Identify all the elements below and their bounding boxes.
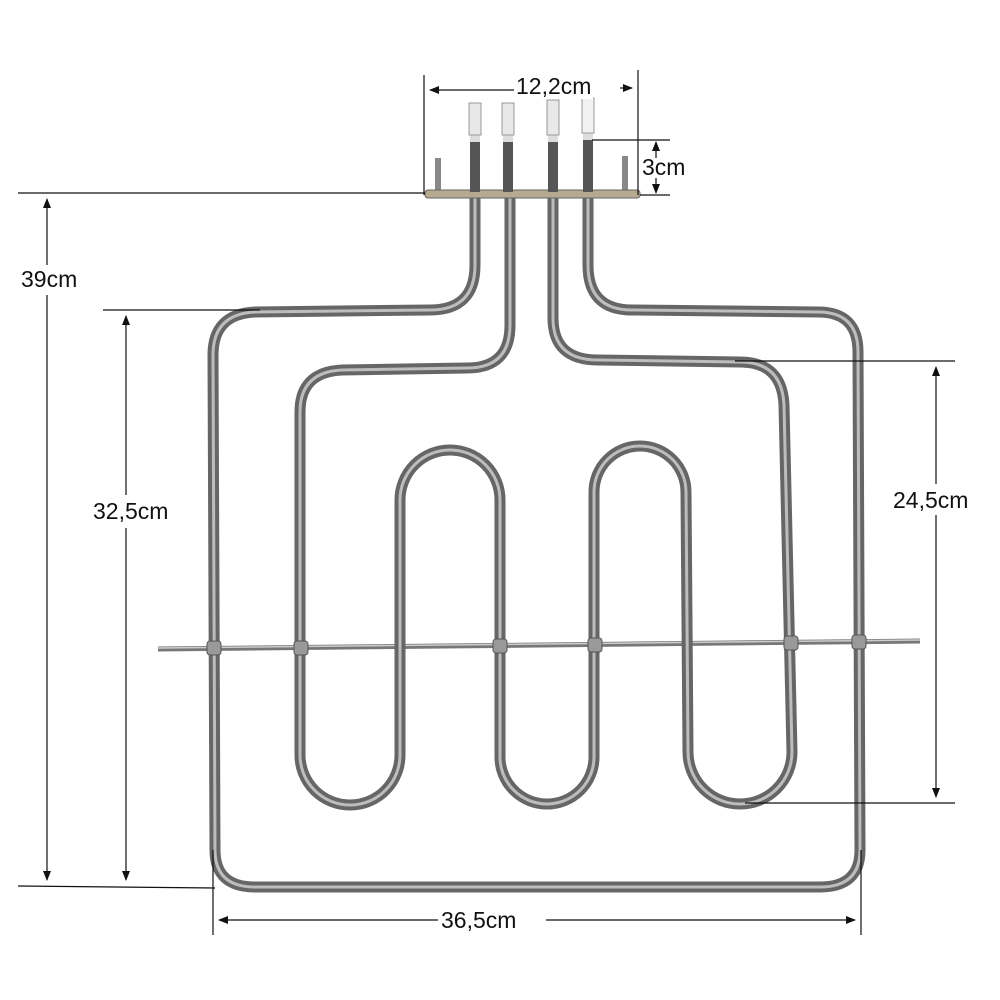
inner-loop-height-label: 24,5cm [891, 487, 971, 513]
outer-heating-loop [207, 195, 866, 893]
outer-loop-height-label: 32,5cm [91, 498, 171, 524]
support-crossbar [157, 638, 921, 652]
total-width-label: 36,5cm [439, 907, 519, 933]
total-height-label: 39cm [19, 266, 80, 292]
inner-heating-loop [294, 195, 798, 811]
dimension-lines [17, 70, 955, 935]
terminal-height-label: 3cm [642, 154, 686, 180]
mounting-bracket [424, 156, 641, 199]
crossbar-clamps [206, 634, 867, 656]
terminal-width-label: 12,2cm [514, 73, 594, 99]
terminal-connectors [468, 97, 595, 192]
